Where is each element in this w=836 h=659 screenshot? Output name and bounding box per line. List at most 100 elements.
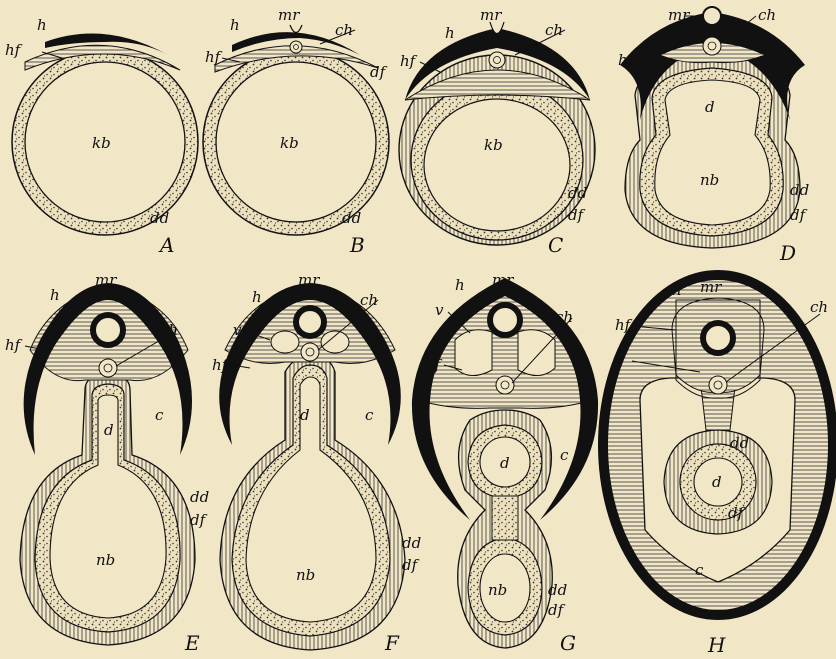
label-hf: hf xyxy=(400,52,418,70)
yolk-sac-cavity xyxy=(424,99,570,231)
label-mr: mr xyxy=(668,6,690,24)
label-d: d xyxy=(705,98,715,116)
label-dd: dd xyxy=(402,534,421,552)
label-df: df xyxy=(190,511,208,529)
panel-h: h mr hf ch v dd d df c H xyxy=(603,275,833,657)
label-dd: dd xyxy=(568,184,587,202)
panel-letter: H xyxy=(707,633,726,657)
label-dd: dd xyxy=(730,434,749,452)
label-ch: ch xyxy=(758,6,776,24)
medullary-tube xyxy=(703,7,721,25)
label-kb: kb xyxy=(280,134,299,152)
panel-d: mr ch h hf d nb dd df D xyxy=(618,6,809,265)
label-mr: mr xyxy=(700,278,722,296)
label-df: df xyxy=(370,63,388,81)
notochord xyxy=(709,376,727,394)
label-v: v xyxy=(435,301,444,319)
label-h: h xyxy=(660,26,670,44)
medullary-groove xyxy=(290,25,302,33)
label-df: df xyxy=(728,504,746,522)
label-hf: hf xyxy=(5,41,23,59)
label-nb: nb xyxy=(488,581,507,599)
label-df: df xyxy=(790,206,808,224)
label-df: df xyxy=(568,206,586,224)
panel-letter: E xyxy=(184,631,200,655)
label-ch: ch xyxy=(810,298,828,316)
label-mr: mr xyxy=(492,271,514,289)
notochord xyxy=(301,343,319,361)
label-ch: ch xyxy=(360,291,378,309)
label-h: h xyxy=(252,288,262,306)
medullary-tube xyxy=(703,323,733,353)
panel-letter: B xyxy=(349,233,365,257)
label-mr: mr xyxy=(278,6,300,24)
label-c: c xyxy=(560,446,569,464)
label-d: d xyxy=(104,421,114,439)
label-h: h xyxy=(672,281,682,299)
label-v: v xyxy=(233,321,242,339)
label-nb: nb xyxy=(96,551,115,569)
notochord xyxy=(703,37,721,55)
somite-left xyxy=(455,330,492,376)
label-hf: hf xyxy=(5,336,23,354)
myotome-right xyxy=(321,331,349,353)
label-hf: hf xyxy=(615,316,633,334)
label-mr: mr xyxy=(480,6,502,24)
label-df: df xyxy=(402,556,420,574)
label-nb: nb xyxy=(296,566,315,584)
panel-a: h hf kb dd A xyxy=(5,16,198,257)
label-h: h xyxy=(230,16,240,34)
label-hf: hf xyxy=(425,356,443,374)
somite-right xyxy=(518,330,555,376)
label-ch: ch xyxy=(160,321,178,339)
label-kb: kb xyxy=(92,134,111,152)
label-df: df xyxy=(548,601,566,619)
panel-g: mr h v ch hf d c nb dd df G xyxy=(412,271,598,655)
label-v: v xyxy=(615,351,624,369)
label-ch: ch xyxy=(545,21,563,39)
label-dd: dd xyxy=(790,181,809,199)
panel-letter: C xyxy=(548,233,563,257)
notochord xyxy=(99,359,117,377)
label-h: h xyxy=(37,16,47,34)
panel-letter: D xyxy=(779,241,796,265)
label-dd: dd xyxy=(150,209,169,227)
label-ch: ch xyxy=(335,21,353,39)
notochord xyxy=(496,376,514,394)
medullary-tube xyxy=(296,308,324,336)
panel-c: mr h ch hf kb dd df C xyxy=(399,6,595,257)
panel-e: h mr hf ch c d dd df nb E xyxy=(5,271,209,655)
label-ch: ch xyxy=(555,308,573,326)
label-dd: dd xyxy=(548,581,567,599)
medullary-tube xyxy=(93,315,123,345)
panel-letter: F xyxy=(384,631,400,655)
label-d: d xyxy=(300,406,310,424)
dorsal-mass xyxy=(405,70,590,100)
medullary-tube xyxy=(490,305,520,335)
label-c: c xyxy=(365,406,374,424)
label-dd: dd xyxy=(342,209,361,227)
notochord xyxy=(290,41,302,53)
label-h: h xyxy=(455,276,465,294)
label-mr: mr xyxy=(95,271,117,289)
panel-letter: G xyxy=(560,631,576,655)
label-mr: mr xyxy=(298,271,320,289)
label-h: h xyxy=(50,286,60,304)
label-dd: dd xyxy=(190,488,209,506)
label-c: c xyxy=(155,406,164,424)
myotome-left xyxy=(271,331,299,353)
label-nb: nb xyxy=(700,171,719,189)
panel-b: h mr ch hf df kb dd B xyxy=(203,6,389,257)
label-c: c xyxy=(695,561,704,579)
label-d: d xyxy=(500,454,510,472)
gut-cavity xyxy=(246,377,376,622)
label-kb: kb xyxy=(484,136,503,154)
panel-letter: A xyxy=(158,233,174,257)
label-hf: hf xyxy=(212,356,230,374)
label-d: d xyxy=(712,473,722,491)
label-h: h xyxy=(445,24,455,42)
notochord xyxy=(489,52,505,68)
gut-stalk xyxy=(492,496,518,540)
label-hf: hf xyxy=(205,48,223,66)
